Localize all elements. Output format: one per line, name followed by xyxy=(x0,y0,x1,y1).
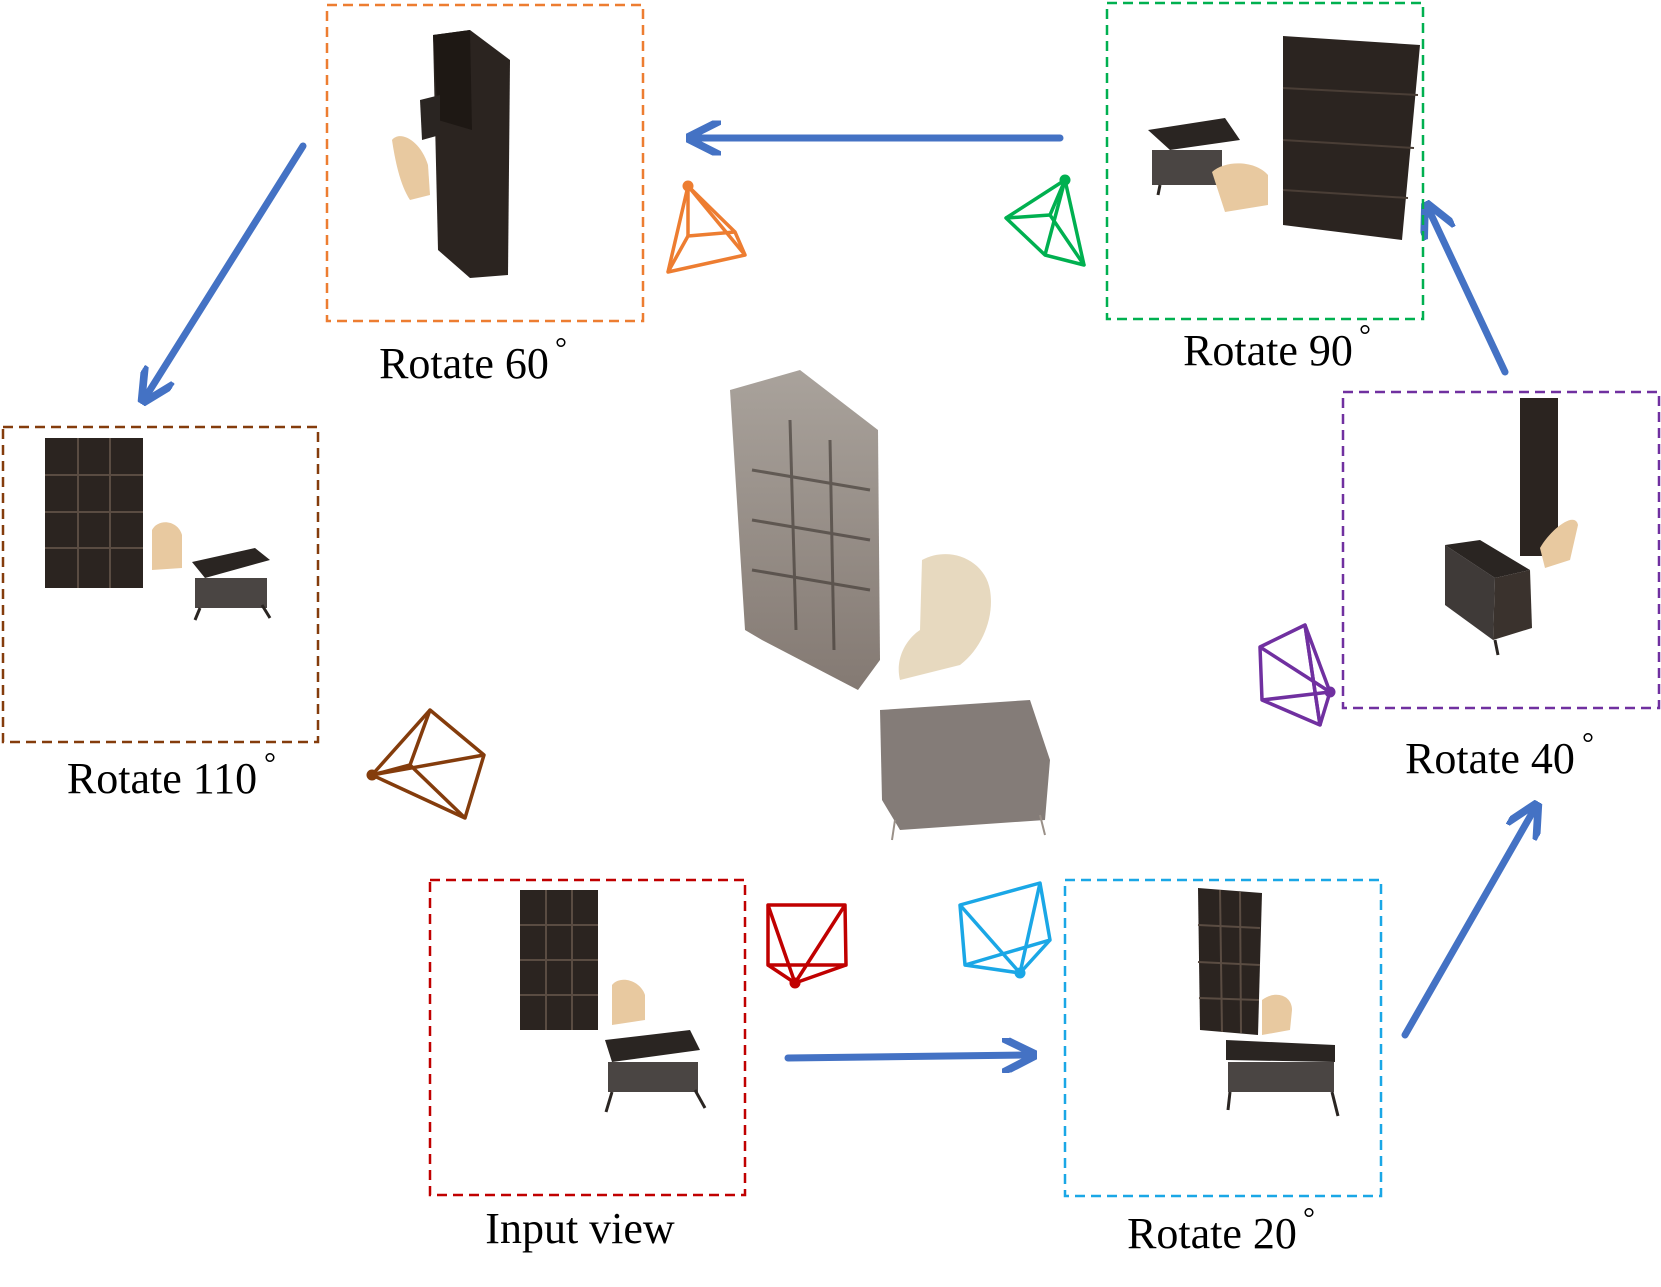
panel-frame-rot40 xyxy=(1341,390,1661,710)
point-cloud-reconstruction xyxy=(730,370,1050,841)
camera-icon-rot40 xyxy=(1258,623,1336,727)
camera-icon-input xyxy=(766,903,848,989)
caption-rot20: Rotate 20 xyxy=(1127,1209,1297,1258)
furniture-render-rot90 xyxy=(1148,36,1420,240)
panel-frame-rot110 xyxy=(1,425,320,744)
caption-rot90: Rotate 90 xyxy=(1183,326,1353,375)
caption-input: Input view xyxy=(485,1204,675,1253)
arrow-input-to-rot20 xyxy=(784,1055,1030,1058)
furniture-render-rot20 xyxy=(1197,888,1340,1117)
furniture-render-input xyxy=(520,890,707,1113)
caption-rot60: Rotate 60 xyxy=(379,339,549,388)
view-panel-rot60 xyxy=(325,3,645,323)
arrow-rot20-to-rot40 xyxy=(1401,808,1535,1039)
caption-rot110: Rotate 110 xyxy=(67,754,257,803)
panel-frame-input xyxy=(428,878,747,1197)
rotation-arrows xyxy=(145,138,1535,1058)
degree-rot60: ° xyxy=(555,332,567,365)
furniture-render-rot60 xyxy=(392,30,510,278)
furniture-render-rot40 xyxy=(1445,398,1578,656)
degree-rot90: ° xyxy=(1359,319,1371,352)
degree-rot40: ° xyxy=(1582,727,1594,760)
camera-icon-rot90 xyxy=(1004,174,1086,267)
view-panel-input xyxy=(428,878,747,1197)
camera-icon-rot110 xyxy=(366,708,486,820)
camera-icon-rot20 xyxy=(958,881,1052,979)
view-panel-rot110 xyxy=(1,425,320,744)
degree-rot110: ° xyxy=(264,747,276,780)
arrow-rot40-to-rot90 xyxy=(1428,208,1509,376)
panel-frame-rot20 xyxy=(1063,878,1383,1198)
degree-rot20: ° xyxy=(1303,1202,1315,1235)
panel-frame-rot90 xyxy=(1105,1,1425,321)
view-panel-rot40 xyxy=(1341,390,1661,710)
view-panel-rot20 xyxy=(1063,878,1383,1198)
caption-rot40: Rotate 40 xyxy=(1405,734,1575,783)
pointcloud-chair xyxy=(898,554,991,680)
panel-frame-rot60 xyxy=(325,3,645,323)
camera-icon-rot60 xyxy=(666,180,747,274)
furniture-render-rot110 xyxy=(45,438,272,621)
arrow-rot60-to-rot110 xyxy=(145,142,307,398)
view-panel-rot90 xyxy=(1105,1,1425,321)
pointcloud-table xyxy=(880,700,1050,830)
